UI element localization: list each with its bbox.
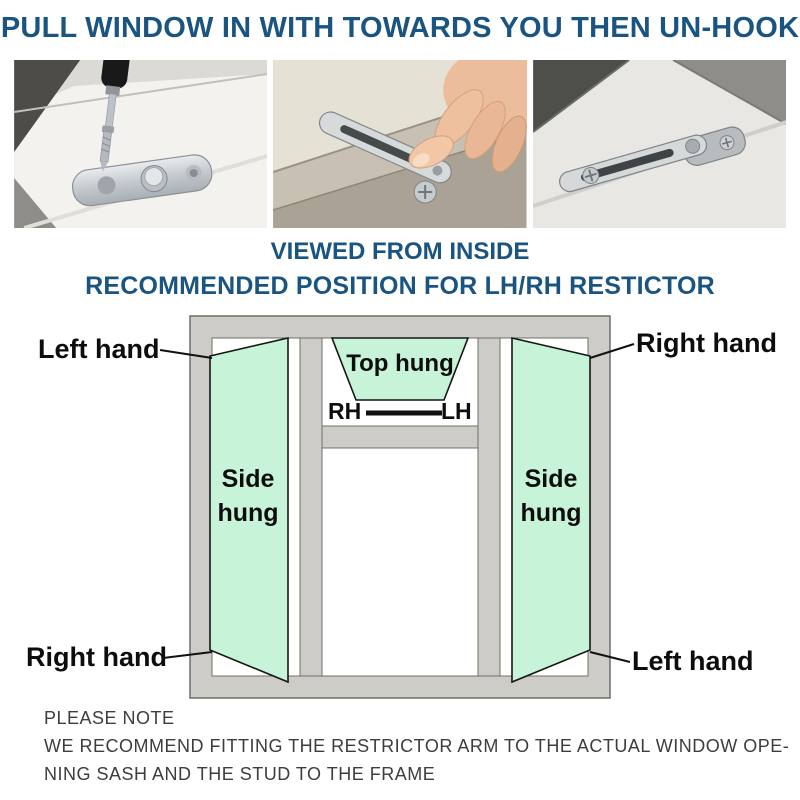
transom — [321, 425, 479, 449]
side-hung-sash-left — [209, 336, 289, 684]
photo-arm-hooked — [532, 60, 786, 228]
label-side-hung-right: Side hung — [520, 465, 582, 527]
screwdriver-icon — [99, 60, 133, 172]
pointer-line-bottom-left — [162, 651, 213, 659]
pointer-line-bottom-right — [589, 651, 631, 663]
label-lh: LH — [441, 398, 472, 424]
label-rh: RH — [328, 398, 362, 424]
stud-plate-icon — [71, 154, 213, 207]
label-right-hand-top: Right hand — [636, 328, 777, 358]
mullion-right — [477, 337, 501, 677]
photo-screwdriver-stud-install — [14, 60, 268, 228]
photo-screwdriver-stud-scene — [14, 60, 268, 228]
note-line-2: NING SASH AND THE STUD TO THE FRAME — [44, 764, 436, 784]
label-left-hand-bottom: Left hand — [632, 646, 754, 676]
subtitle-viewed-from-inside: VIEWED FROM INSIDE — [270, 238, 530, 265]
stud-icon — [413, 180, 437, 204]
side-hung-sash-right — [511, 336, 591, 684]
pointer-line-top-right — [589, 343, 635, 359]
top-hung-sash — [330, 337, 470, 401]
note-heading: PLEASE NOTE — [44, 708, 175, 728]
hand-icon — [408, 60, 527, 173]
restrictor-arm-icon — [558, 134, 707, 193]
subtitle-recommended-position: RECOMMENDED POSITION FOR LH/RH RESTICTOR — [85, 272, 715, 300]
window-diagram-svg — [159, 315, 635, 699]
note-line-1: WE RECOMMEND FITTING THE RESTRICTOR ARM … — [44, 736, 790, 756]
mullion-left — [299, 337, 323, 677]
photo-arm-hooked-scene — [532, 60, 786, 228]
photo-strip — [14, 60, 786, 228]
photo-hand-arm-scene — [273, 60, 527, 228]
label-right-hand-bottom: Right hand — [26, 642, 167, 672]
label-top-hung: Top hung — [346, 350, 454, 377]
pointer-line-top-left — [159, 349, 213, 359]
label-left-hand-top: Left hand — [38, 334, 160, 364]
footer-note: PLEASE NOTE WE RECOMMEND FITTING THE RES… — [44, 704, 789, 788]
label-side-hung-left: Side hung — [217, 465, 279, 527]
page-title: PULL WINDOW IN WITH TOWARDS YOU THEN UN-… — [0, 12, 800, 44]
photo-hand-placing-arm — [273, 60, 527, 228]
window-diagram: Left hand Right hand Right hand Left han… — [0, 312, 800, 704]
